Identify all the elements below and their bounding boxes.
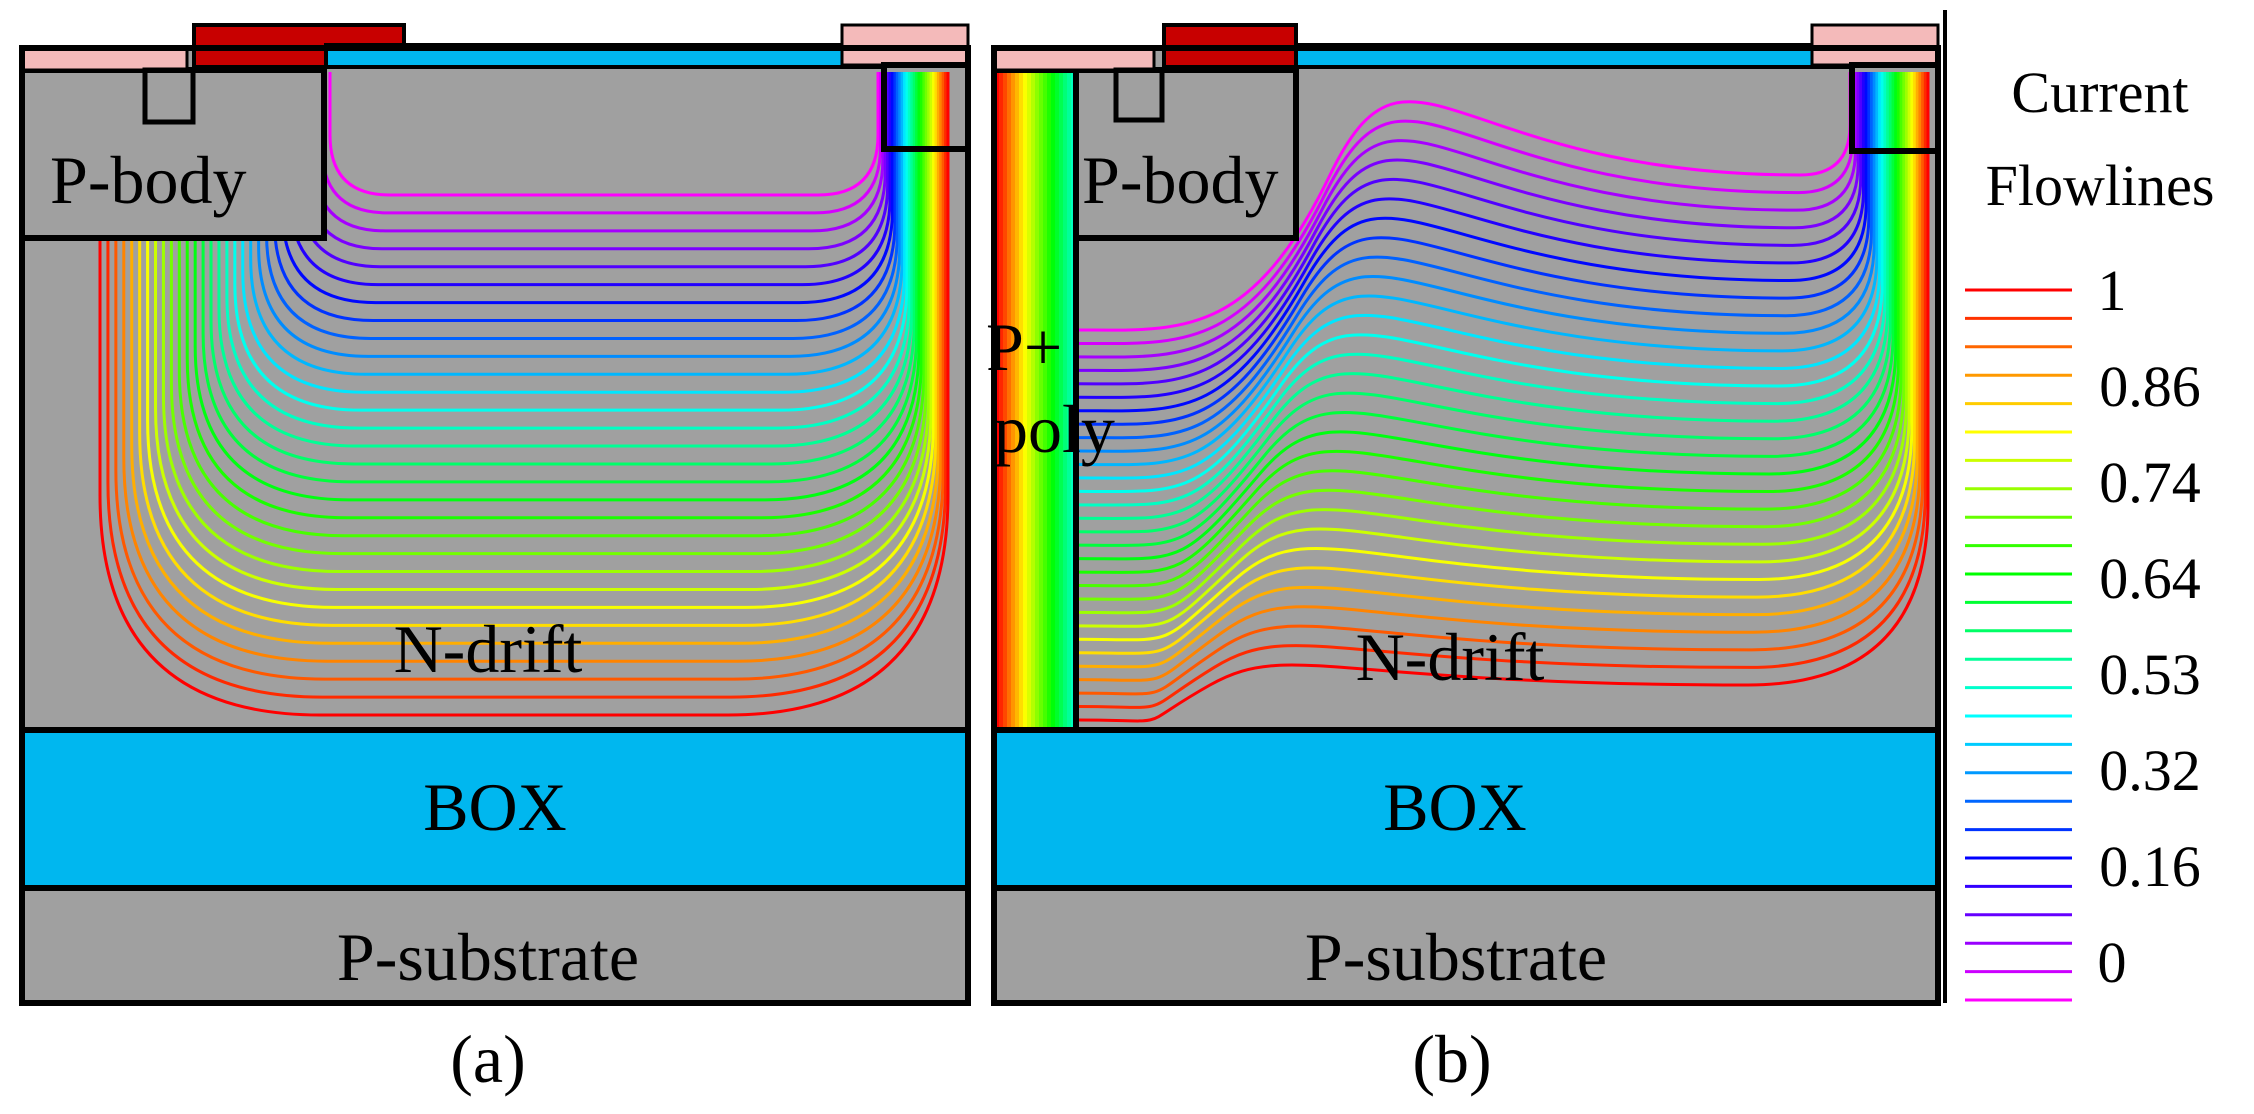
- flowline-a: [241, 72, 907, 394]
- panel-b-pbody-region: [1073, 67, 1299, 241]
- panel-b-current-flowlines: [1077, 72, 1930, 723]
- flowline-a: [114, 72, 945, 681]
- flowline-a: [161, 72, 931, 574]
- flowline-b: [1077, 72, 1911, 628]
- flowline-b: [1077, 72, 1879, 467]
- flowline-b: [1077, 72, 1898, 561]
- flowline-a: [217, 72, 914, 448]
- flowline-a: [177, 72, 926, 538]
- flowline-a: [169, 72, 928, 556]
- panel-b: P-body P+ poly N-drift BOX P-substrate (…: [986, 23, 1941, 1097]
- panel-a-pbody-label: P-body: [50, 142, 246, 218]
- flowline-a: [233, 72, 909, 412]
- flowline-a: [257, 72, 902, 358]
- panel-b-pbody-label: P-body: [1082, 142, 1278, 218]
- flowline-b: [1077, 72, 1900, 574]
- flowline-a: [106, 72, 948, 699]
- flowline-b: [1077, 72, 1860, 372]
- flowline-b: [1077, 72, 1903, 588]
- panel-b-outline: [991, 45, 1941, 1006]
- flowline-b: [1077, 72, 1865, 399]
- panel-b-source-contact: [992, 46, 1156, 72]
- flowline-a: [138, 72, 938, 627]
- panel-b-ndrift-label: N-drift: [1356, 619, 1545, 695]
- panel-b-caption: (b): [1412, 1021, 1491, 1097]
- flowline-a: [265, 72, 899, 340]
- legend-tick-label: 0.53: [2099, 642, 2201, 707]
- flowline-a: [209, 72, 916, 466]
- legend-tick-labels: 1 0.86 0.74 0.64 0.53 0.32 0.16 0: [2098, 258, 2201, 995]
- legend-tick-label: 0.16: [2099, 834, 2201, 899]
- flowline-a: [154, 72, 933, 591]
- panel-a-substrate-label: P-substrate: [337, 919, 639, 995]
- flowline-legend: Current Flowlines 1 0.86 0.74 0.64 0.53 0.32 0…: [1943, 10, 2215, 1003]
- flowline-b: [1077, 72, 1922, 682]
- flowline-a: [185, 72, 923, 520]
- flowline-b: [1077, 72, 1884, 494]
- flowline-a: [146, 72, 936, 609]
- panel-b-poly-label-line2: poly: [994, 391, 1115, 467]
- flowline-a: [193, 72, 921, 502]
- flowline-b: [1077, 72, 1906, 601]
- flowline-b: [1077, 72, 1908, 615]
- legend-tick-label: 0: [2098, 930, 2127, 995]
- panel-a-box-layer: [19, 727, 971, 891]
- panel-b-poly-label-line1: P+: [986, 309, 1062, 385]
- flowline-a: [122, 72, 943, 663]
- legend-tick-label: 0.86: [2099, 354, 2201, 419]
- flowline-b: [1077, 72, 1871, 426]
- flowline-b: [1077, 72, 1895, 547]
- flowline-b: [1077, 72, 1927, 709]
- panel-a-outline: [19, 45, 971, 1006]
- flowline-b: [1077, 72, 1852, 332]
- panel-a-source-contact: [20, 46, 189, 72]
- flowline-b: [1077, 72, 1874, 440]
- flowline-b: [1077, 72, 1868, 413]
- flowline-a: [225, 72, 911, 430]
- flowline-b: [1077, 72, 1890, 520]
- flowline-a: [280, 72, 894, 305]
- legend-tick-label: 0.64: [2099, 546, 2201, 611]
- flowline-a: [328, 72, 880, 197]
- flowline-a: [130, 72, 940, 645]
- panel-b-box-label: BOX: [1383, 769, 1527, 845]
- legend-tick-label: 1: [2098, 258, 2127, 323]
- flowline-b: [1077, 72, 1930, 723]
- flowline-a: [272, 72, 897, 323]
- flowline-b: [1077, 72, 1917, 655]
- panel-b-source-region: [1113, 67, 1165, 123]
- flowline-b: [1077, 72, 1925, 696]
- flowline-b: [1077, 72, 1863, 386]
- flowline-a: [249, 72, 904, 376]
- flowline-b: [1077, 72, 1914, 642]
- panel-a-box-label: BOX: [423, 769, 567, 845]
- flowline-a: [201, 72, 919, 484]
- flowline-b: [1077, 72, 1882, 480]
- panel-a: P-body N-drift BOX P-substrate (a): [19, 23, 971, 1097]
- legend-tick-label: 0.74: [2099, 450, 2201, 515]
- legend-title-line2: Flowlines: [1986, 153, 2215, 218]
- panel-a-caption: (a): [450, 1021, 525, 1097]
- flowline-b: [1077, 72, 1892, 534]
- panel-a-source-region: [142, 67, 196, 125]
- flowline-b: [1077, 72, 1887, 507]
- legend-color-lines: [1965, 288, 2072, 1002]
- flowline-b: [1077, 72, 1919, 669]
- legend-title-line1: Current: [2011, 60, 2188, 125]
- flowline-b: [1077, 72, 1876, 453]
- flowline-a: [98, 72, 950, 717]
- panel-a-ndrift-label: N-drift: [394, 611, 583, 687]
- flowline-b: [1077, 72, 1855, 346]
- panel-a-pbody-region: [19, 67, 327, 241]
- flowline-b: [1077, 72, 1857, 359]
- legend-tick-label: 0.32: [2099, 738, 2201, 803]
- panel-b-substrate-label: P-substrate: [1305, 919, 1607, 995]
